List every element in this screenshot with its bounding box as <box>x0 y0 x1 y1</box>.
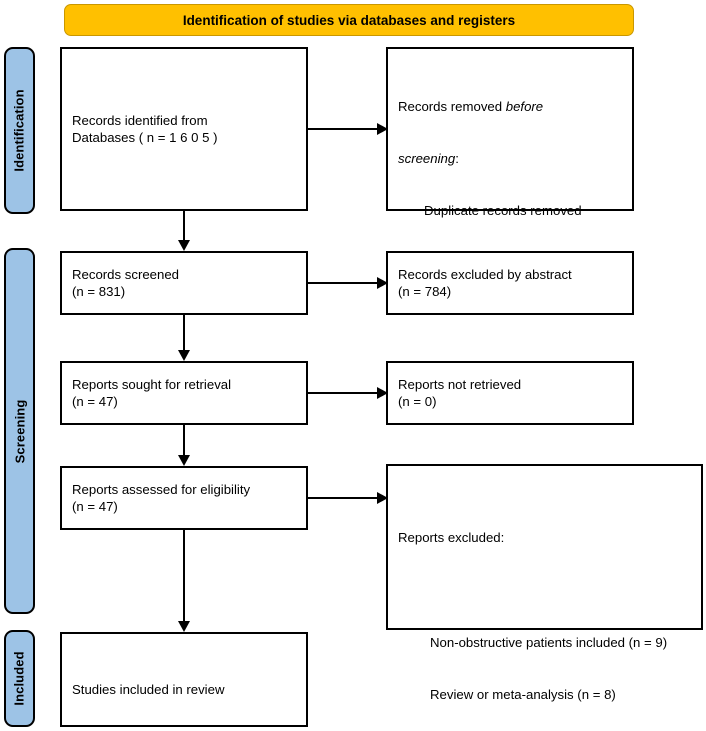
stage-label-included-text: Included <box>12 651 27 706</box>
reports-not-retrieved-line2: (n = 0) <box>398 394 437 409</box>
records-removed-line1-text: Records removed <box>398 98 506 114</box>
arrow-sought-to-not-retrieved-icon <box>308 386 388 400</box>
box-records-identified: Records identified from Databases ( n = … <box>60 47 308 211</box>
stage-label-identification: Identification <box>4 47 35 214</box>
reports-sought-line1: Reports sought for retrieval <box>72 376 232 392</box>
records-excluded-line2: (n = 784) <box>398 284 452 299</box>
records-removed-colon: : <box>455 151 459 167</box>
records-removed-line2: screening: <box>398 150 622 167</box>
box-records-removed-before-screening: Records removed before screening: Duplic… <box>386 47 634 271</box>
records-identified-line2: Databases ( n = 1 6 0 5 ) <box>72 130 218 145</box>
records-removed-emph-before: before <box>505 98 544 114</box>
reports-excluded-reason-list: Non-obstructive patients included (n = 9… <box>398 581 691 731</box>
box-reports-sought: Reports sought for retrieval (n = 47) <box>60 361 308 425</box>
studies-included-line1: Studies included in review <box>72 681 225 697</box>
duplicate-records-removed-line: Duplicate records removed <box>424 203 582 219</box>
stage-label-identification-text: Identification <box>12 89 28 172</box>
box-reports-assessed: Reports assessed for eligibility (n = 47… <box>60 466 308 530</box>
arrow-screened-to-sought-icon <box>177 315 191 361</box>
box-reports-not-retrieved: Reports not retrieved (n = 0) <box>386 361 634 425</box>
diagram-header-banner: Identification of studies via databases … <box>64 4 634 36</box>
stage-label-screening-text: Screening <box>12 399 28 463</box>
records-screened-line1: Records screened <box>72 266 180 282</box>
box-records-screened: Records screened (n = 831) <box>60 251 308 315</box>
records-removed-emph-screening: screening <box>398 151 456 167</box>
records-excluded-line1: Records excluded by abstract <box>398 266 572 282</box>
stage-label-included: Included <box>4 630 35 727</box>
arrow-identified-to-screened-icon <box>177 211 191 251</box>
reports-sought-line2: (n = 47) <box>72 394 118 409</box>
reports-assessed-line1: Reports assessed for eligibility <box>72 481 251 497</box>
reports-assessed-line2: (n = 47) <box>72 499 118 514</box>
box-reports-excluded: Reports excluded: Non-obstructive patien… <box>386 464 703 702</box>
reports-excluded-reason: Non-obstructive patients included (n = 9… <box>430 634 668 650</box>
records-identified-line1: Records identified from <box>72 112 208 128</box>
box-studies-included: Studies included in review (n = 21) <box>60 632 308 727</box>
arrow-screened-to-excluded-icon <box>308 276 388 290</box>
records-screened-line2: (n = 831) <box>72 284 126 299</box>
diagram-header-label: Identification of studies via databases … <box>182 12 516 28</box>
arrow-assessed-to-included-icon <box>177 530 191 632</box>
records-removed-line1: Records removed before <box>398 98 622 115</box>
stage-label-screening: Screening <box>4 248 35 614</box>
reports-not-retrieved-line1: Reports not retrieved <box>398 376 522 392</box>
arrow-identified-to-removed-icon <box>308 122 388 136</box>
box-records-excluded-abstract: Records excluded by abstract (n = 784) <box>386 251 634 315</box>
arrow-sought-to-assessed-icon <box>177 425 191 466</box>
reports-excluded-title: Reports excluded: <box>398 529 505 545</box>
reports-excluded-reason: Review or meta-analysis (n = 8) <box>430 687 616 703</box>
arrow-assessed-to-excluded-icon <box>308 491 388 505</box>
